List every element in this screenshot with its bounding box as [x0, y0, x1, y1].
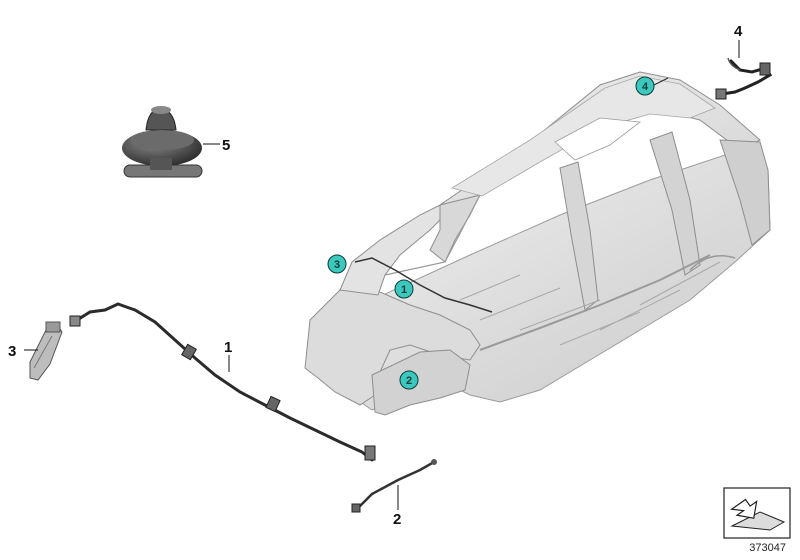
location-badge-3: 3 — [327, 254, 347, 274]
leader-lines — [24, 40, 740, 510]
roof-antenna-cable — [651, 77, 669, 87]
location-badge-4: 4 — [635, 76, 655, 96]
door-sills — [479, 254, 711, 351]
floor-detail — [459, 261, 721, 346]
svg-text:3: 3 — [334, 259, 340, 271]
part-callout-4: 4 — [734, 23, 743, 40]
part-4-antenna-cable[interactable] — [715, 57, 773, 100]
front-rails — [304, 289, 481, 406]
part-callout-5: 5 — [222, 137, 230, 154]
diagram-number: 373047 — [749, 542, 786, 554]
part-1-cable-harness[interactable] — [69, 302, 376, 462]
part-callout-3: 3 — [8, 343, 16, 360]
svg-text:2: 2 — [406, 375, 412, 387]
part-callout-2: 2 — [393, 511, 401, 528]
part-3-bracket[interactable] — [29, 321, 63, 381]
svg-text:4: 4 — [642, 81, 649, 93]
front-lower-rail — [371, 349, 471, 416]
location-badge-1: 1 — [394, 279, 414, 299]
location-badge-2: 2 — [399, 370, 419, 390]
b-pillar — [559, 161, 599, 311]
windscreen-frame — [384, 194, 481, 276]
svg-text:1: 1 — [401, 284, 407, 296]
c-pillar — [649, 131, 701, 276]
part-5-grommet[interactable] — [122, 106, 203, 178]
rear-tail — [719, 139, 771, 246]
arrow-navigation-icon — [723, 487, 791, 539]
sunroof-opening — [554, 117, 642, 161]
body-cable-route — [354, 257, 493, 313]
part-callout-1: 1 — [224, 339, 232, 356]
car-body-shell — [304, 71, 771, 416]
part-2-sensor-rod[interactable] — [351, 459, 437, 513]
rear-wheel-arch — [689, 255, 736, 271]
